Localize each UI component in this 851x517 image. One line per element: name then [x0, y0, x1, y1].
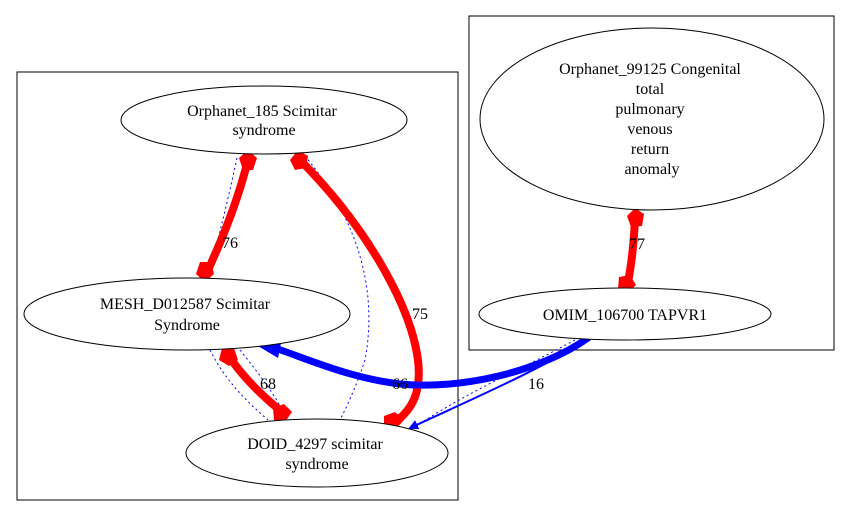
edge-head-orphanet185-doid-top [290, 150, 308, 170]
edge-orphanet185-doid [296, 156, 423, 424]
node-doid-4297-label: DOID_4297 scimitar syndrome [247, 436, 387, 473]
edge-label-omim-doid: 16 [528, 376, 544, 393]
node-mesh-d012587[interactable] [23, 277, 351, 351]
edge-label-orphanet185-doid: 75 [412, 306, 428, 323]
node-omim-106700-label: OMIM_106700 TAPVR1 [543, 307, 707, 324]
edge-label-mesh-doid: 68 [260, 376, 276, 393]
cluster-scimitar [16, 71, 459, 501]
edge-orphanet185-mesh [203, 156, 252, 276]
node-orphanet-99125-label: Orphanet_99125 Congenital total pulmonar… [559, 61, 745, 178]
edge-head-orphanet99125-omim-top [627, 208, 644, 227]
edge-omim-doid [408, 335, 595, 430]
edge-dotted-mesh-doid [209, 349, 269, 421]
edge-label-orphanet99125-omim: 77 [629, 236, 645, 253]
edge-head-mesh-doid-bottom [273, 404, 292, 422]
node-orphanet-99125[interactable] [479, 27, 825, 211]
node-omim-106700[interactable] [478, 287, 772, 341]
node-mesh-d012587-label: MESH_D012587 Scimitar Syndrome [100, 296, 274, 334]
node-orphanet-185-label: Orphanet_185 Scimitar syndrome [187, 103, 341, 139]
node-orphanet-185[interactable] [120, 85, 408, 155]
cluster-tapvr [468, 15, 835, 351]
edge-label-orphanet185-mesh: 76 [222, 235, 238, 252]
edge-dotted-omim-doid [409, 339, 576, 431]
edge-head-mesh-doid-top [219, 348, 238, 366]
edge-head-orphanet185-mesh-bottom [196, 262, 214, 282]
edge-label-omim-mesh: 66 [392, 376, 408, 393]
node-doid-4297[interactable] [185, 418, 449, 488]
edge-omim-mesh [271, 334, 592, 389]
edge-head-orphanet185-mesh-top [239, 150, 257, 170]
